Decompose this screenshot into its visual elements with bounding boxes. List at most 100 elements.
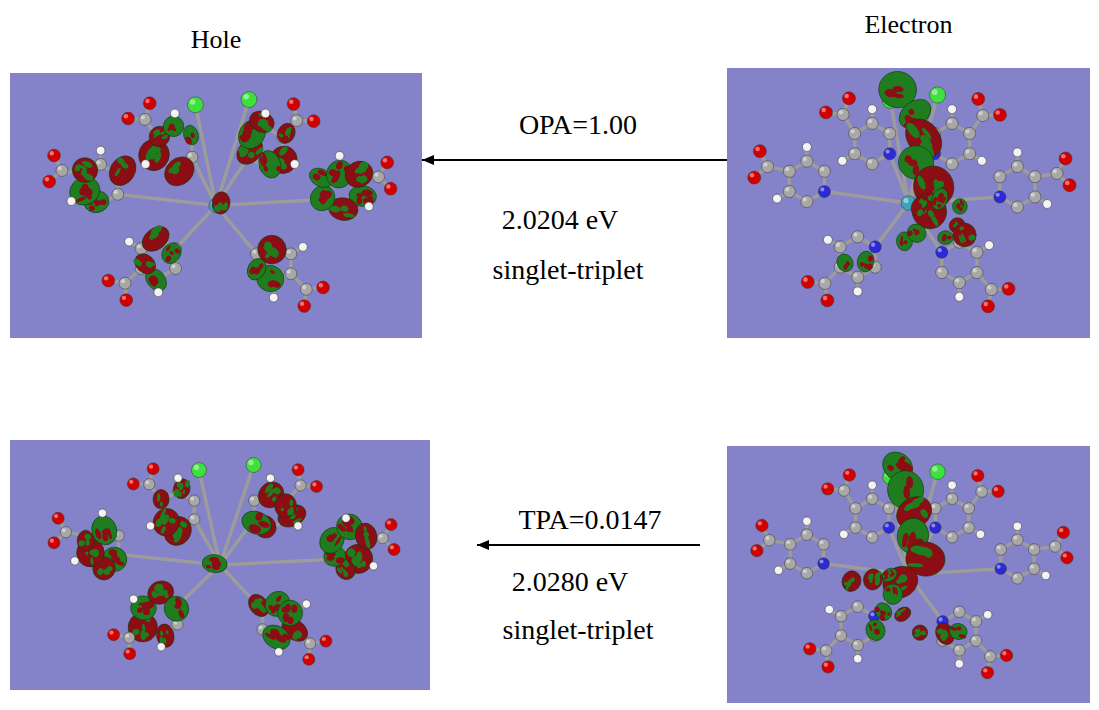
atom-sphere: [835, 610, 847, 622]
atom-highlight: [938, 268, 942, 272]
atom-sphere: [1000, 649, 1012, 661]
orbital-lobe: [834, 251, 856, 274]
atom-sphere: [930, 464, 945, 479]
atom-sphere: [822, 483, 834, 495]
lobe-patch: [335, 160, 344, 170]
orbital-lobe: [68, 154, 101, 187]
lobe-patch: [906, 476, 914, 489]
atom-sphere: [946, 158, 958, 170]
transition-arrow: [422, 159, 727, 161]
atom-highlight: [383, 158, 387, 162]
atom-highlight: [956, 294, 959, 297]
orbital-lobe: [952, 198, 967, 214]
atom-highlight: [149, 465, 153, 469]
atom-highlight: [1031, 172, 1035, 176]
lobe-patch: [907, 108, 915, 116]
lobe-patch: [962, 201, 964, 207]
atom-sphere: [853, 287, 862, 296]
orbital-lobe: [153, 489, 169, 509]
atom-sphere: [761, 161, 773, 173]
lobe-patch: [168, 123, 176, 132]
lobe-patch: [259, 156, 266, 167]
lobe-patch: [291, 631, 300, 641]
atom-highlight: [984, 302, 989, 307]
atom-highlight: [390, 545, 394, 549]
atom-highlight: [343, 515, 346, 518]
atom-highlight: [822, 647, 826, 651]
atom-sphere: [299, 243, 308, 252]
lobe-patch: [184, 136, 191, 145]
atom-sphere: [840, 530, 848, 538]
atom-sphere: [108, 629, 120, 641]
lobe-patch: [184, 480, 190, 488]
atom-sphere: [1029, 171, 1041, 183]
lobe-body: [274, 494, 296, 519]
atom-highlight: [58, 166, 62, 170]
atom-sphere: [985, 283, 997, 295]
lobe-body: [861, 567, 884, 592]
bond-line: [176, 206, 216, 249]
atom-highlight: [54, 514, 58, 518]
atom-highlight: [850, 149, 854, 153]
lobe-patch: [209, 556, 219, 562]
atom-sphere: [994, 171, 1006, 183]
atom-sphere: [320, 635, 332, 647]
atom-sphere: [1043, 200, 1052, 209]
atom-highlight: [379, 534, 383, 538]
lobe-body: [882, 583, 904, 606]
atom-highlight: [271, 295, 274, 298]
atom-sphere: [170, 262, 182, 274]
atom-highlight: [776, 567, 779, 570]
atom-highlight: [868, 119, 872, 123]
lobe-patch: [287, 509, 294, 516]
lobe-patch: [960, 199, 963, 206]
orbital-lobe: [277, 600, 303, 627]
atom-highlight: [374, 173, 378, 177]
atom-highlight: [868, 495, 872, 499]
orbital-lobe: [239, 507, 275, 538]
atom-highlight: [1013, 203, 1017, 207]
atom-sphere: [992, 485, 1004, 497]
lobe-patch: [910, 545, 926, 554]
lobe-patch: [843, 581, 849, 587]
lobe-patch: [277, 145, 289, 157]
lobe-patch: [254, 511, 264, 522]
atom-highlight: [823, 485, 827, 489]
atom-highlight: [804, 518, 807, 521]
lobe-patch: [223, 202, 228, 210]
lobe-body: [201, 553, 228, 574]
lobe-patch: [927, 209, 936, 219]
atom-sphere: [976, 530, 984, 538]
atom-sphere: [269, 293, 278, 302]
atom-highlight: [837, 631, 841, 635]
orbital-lobe: [315, 523, 349, 559]
lobe-body: [239, 507, 275, 538]
lobe-patch: [333, 170, 342, 183]
atom-highlight: [753, 546, 757, 550]
orbital-lobe: [65, 172, 104, 210]
lobe-patch: [275, 595, 282, 602]
atom-sphere: [1049, 541, 1061, 553]
atom-sphere: [120, 294, 133, 307]
orbital-lobe: [910, 623, 929, 642]
lobe-patch: [263, 166, 269, 172]
atom-sphere: [852, 639, 864, 651]
lobe-patch: [164, 254, 172, 263]
lobe-patch: [363, 526, 368, 532]
atom-highlight: [803, 197, 807, 201]
atom-sphere: [154, 288, 163, 297]
lobe-patch: [879, 609, 885, 616]
lobe-body: [88, 513, 121, 549]
atom-sphere: [373, 171, 385, 183]
lobe-patch: [887, 612, 891, 616]
lobe-patch: [938, 627, 945, 635]
panel-background: [727, 446, 1090, 703]
atom-highlight: [1030, 545, 1034, 549]
atom-sphere: [304, 638, 315, 649]
atom-highlight: [292, 161, 295, 164]
atom-sphere: [290, 160, 299, 169]
atom-highlight: [276, 649, 279, 652]
atom-sphere: [948, 481, 956, 489]
orbital-panel: Electron: [727, 68, 1090, 338]
lobe-patch: [958, 235, 964, 244]
